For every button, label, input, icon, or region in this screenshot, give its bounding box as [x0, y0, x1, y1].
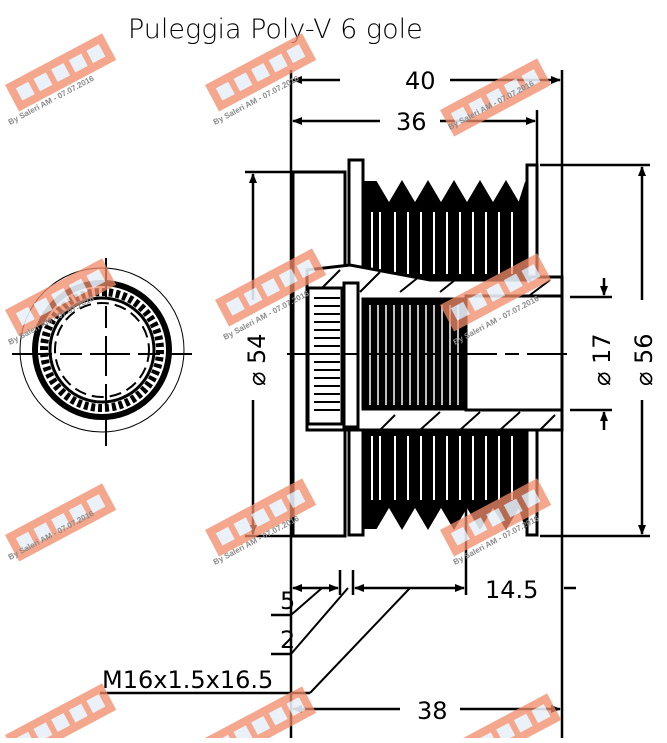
dim-diameter-56-symbol: ⌀	[630, 372, 658, 386]
drawing-title: Puleggia Poly-V 6 gole	[128, 14, 423, 45]
dim-diameter-56: 56	[630, 333, 658, 364]
dim-5: 5	[280, 587, 295, 615]
dim-diameter-54: 54	[243, 333, 271, 364]
dim-2: 2	[280, 626, 295, 654]
thread-spec: M16x1.5x16.5	[102, 666, 273, 694]
dim-38: 38	[417, 697, 448, 725]
dim-bore-17: 17	[588, 333, 616, 364]
dim-14-5: 14.5	[485, 576, 538, 604]
dim-bore-17-symbol: ⌀	[588, 372, 616, 386]
dim-overall-length: 40	[405, 67, 436, 95]
dim-pulley-width: 36	[396, 108, 427, 136]
section-view	[287, 158, 567, 538]
dim-diameter-54-symbol: ⌀	[243, 372, 271, 386]
